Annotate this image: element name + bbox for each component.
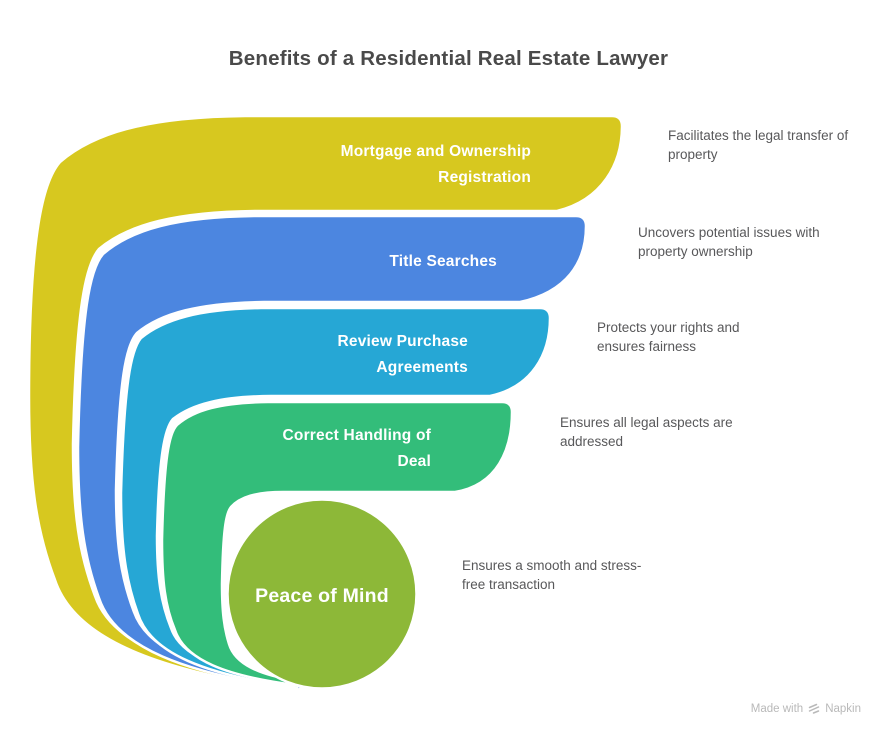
segment-description-peace-of-mind: Ensures a smooth and stress-free transac…: [462, 558, 642, 592]
page-title: Benefits of a Residential Real Estate La…: [228, 47, 669, 70]
segment-label-peace-of-mind: Peace of Mind: [255, 585, 389, 607]
segment-description-title-searches: Uncovers potential issues with property …: [638, 225, 820, 259]
segment-description-mortgage-registration: Facilitates the legal transfer of proper…: [668, 128, 849, 162]
brand-label: Napkin: [825, 702, 861, 715]
segment-description-review-agreements: Protects your rights and ensures fairnes…: [597, 320, 740, 354]
segment-label-review-agreements: Review Purchase Agreements: [337, 333, 468, 376]
segment-shape-mortgage-registration: [27, 114, 624, 693]
segment-shape-title-searches: [76, 214, 588, 691]
made-with-label: Made with: [750, 702, 804, 715]
segment-label-correct-handling: Correct Handling of Deal: [282, 427, 431, 470]
segment-shape-review-agreements: [119, 306, 552, 689]
segment-label-title-searches: Title Searches: [389, 253, 497, 270]
segment-description-correct-handling: Ensures all legal aspects are addressed: [560, 415, 733, 449]
napkin-watermark[interactable]: Made with Napkin: [751, 702, 861, 715]
napkin-logo-icon: [807, 702, 821, 715]
segment-shape-correct-handling: [160, 400, 514, 687]
segment-shape-peace-of-mind: [226, 498, 418, 690]
segment-label-mortgage-registration: Mortgage and Ownership Registration: [340, 143, 531, 186]
